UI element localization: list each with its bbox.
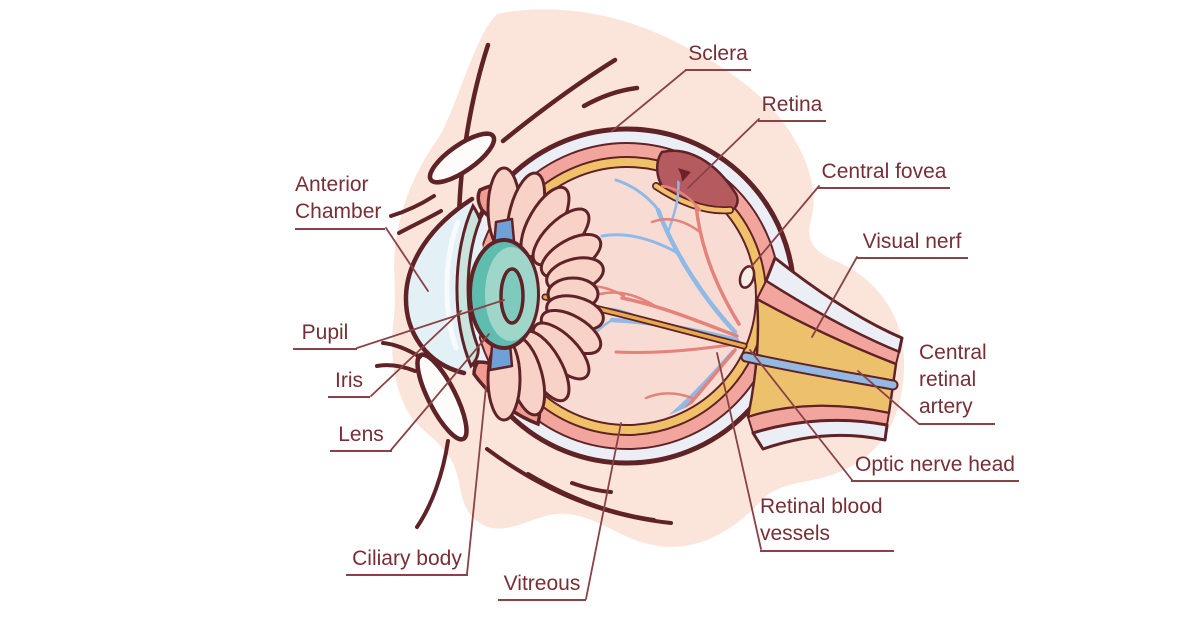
leader-line-central-fovea <box>750 185 820 268</box>
optic-nerve <box>740 256 904 451</box>
brow-fold-lines <box>456 42 640 222</box>
label-anterior-chamber: Anterior Chamber <box>295 171 385 230</box>
label-line: Chamber <box>295 200 382 223</box>
label-retina: Retina <box>758 93 826 122</box>
label-line: retinal <box>919 368 977 391</box>
label-sclera: Sclera <box>685 42 751 71</box>
label-line: Retinal blood <box>760 495 883 518</box>
leader-line-lens <box>390 333 490 451</box>
leader-line-central-retinal-artery <box>857 370 920 425</box>
label-line: vessels <box>760 522 831 545</box>
label-lens: Lens <box>330 423 392 452</box>
label-pupil: Pupil <box>293 321 357 350</box>
lens-body <box>468 238 540 350</box>
leader-line-pupil <box>356 299 505 349</box>
label-retinal-blood-vessels: Retinal blood vessels <box>760 493 894 552</box>
retina-tear-mark <box>678 168 691 182</box>
leader-line-ciliary-body <box>466 386 487 575</box>
leader-line-retinal-blood-vessels <box>716 352 762 550</box>
ciliary-processes-fan <box>486 166 605 422</box>
label-optic-nerve-head: Optic nerve head <box>851 453 1019 482</box>
label-iris: Iris <box>328 369 370 398</box>
leader-line-visual-nerf <box>811 256 858 338</box>
leader-line-optic-nerve-head <box>749 349 853 481</box>
upper-eyelid <box>389 131 497 235</box>
anterior-chamber-region <box>403 196 485 376</box>
leader-line-vitreous <box>585 422 622 600</box>
label-central-retinal-artery: Central retinal artery <box>919 339 995 425</box>
leader-line-retina <box>687 118 760 189</box>
label-central-fovea: Central fovea <box>818 160 950 189</box>
label-vitreous: Vitreous <box>498 572 586 601</box>
pupil-opening <box>499 267 525 325</box>
leader-line-iris <box>370 310 462 397</box>
label-line: artery <box>919 395 973 418</box>
label-ciliary-body: Ciliary body <box>346 547 468 576</box>
label-line: Anterior <box>295 173 369 196</box>
leader-line-anterior-chamber <box>385 227 429 292</box>
label-line: Central <box>919 341 987 364</box>
label-visual-nerf: Visual nerf <box>856 230 968 259</box>
leader-line-sclera <box>611 69 687 132</box>
leader-lines <box>356 69 920 600</box>
